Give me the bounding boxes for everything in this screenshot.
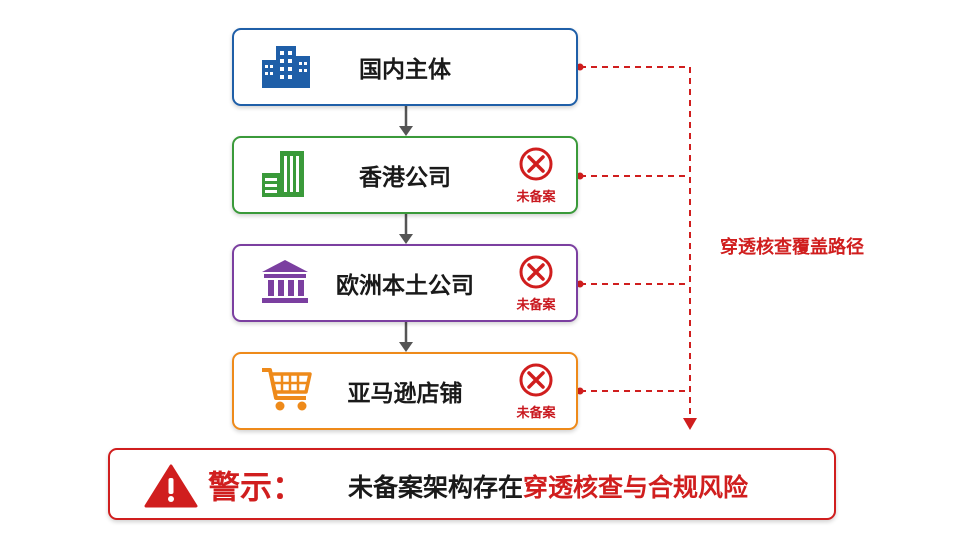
flow-arrowhead-1 bbox=[399, 126, 413, 136]
shopping-cart-icon bbox=[260, 364, 314, 418]
warning-message: 未备案架构存在穿透核查与合规风险 bbox=[348, 468, 748, 504]
unregistered-mark: 未备案 bbox=[516, 254, 556, 313]
warning-triangle-icon bbox=[144, 463, 198, 513]
node-label: 国内主体 bbox=[359, 57, 451, 83]
flow-arrowhead-2 bbox=[399, 234, 413, 244]
dash-dot-1 bbox=[576, 63, 584, 71]
node-amazon-store: 亚马逊店铺 未备案 bbox=[232, 352, 578, 430]
close-circle-icon bbox=[519, 363, 553, 397]
dash-dot-2 bbox=[576, 172, 584, 180]
unregistered-label: 未备案 bbox=[516, 406, 556, 421]
unregistered-mark: 未备案 bbox=[516, 146, 556, 205]
unregistered-mark: 未备案 bbox=[516, 362, 556, 421]
warning-message-part2: 穿透核查与合规风险 bbox=[523, 473, 749, 502]
dash-dot-4 bbox=[576, 387, 584, 395]
node-domestic-entity: 国内主体 bbox=[232, 28, 578, 106]
unregistered-label: 未备案 bbox=[516, 190, 556, 205]
unregistered-label: 未备案 bbox=[516, 298, 556, 313]
node-hong-kong-company: 香港公司 未备案 bbox=[232, 136, 578, 214]
node-eu-local-company: 欧洲本土公司 未备案 bbox=[232, 244, 578, 322]
penetration-path-label: 穿透核查覆盖路径 bbox=[720, 237, 864, 258]
close-circle-icon bbox=[519, 147, 553, 181]
bank-icon bbox=[260, 258, 310, 308]
dash-dot-3 bbox=[576, 280, 584, 288]
flow-arrowhead-3 bbox=[399, 342, 413, 352]
dash-arrowhead bbox=[683, 418, 697, 430]
warning-banner: 警示： 未备案架构存在穿透核查与合规风险 bbox=[108, 448, 836, 520]
node-label: 欧洲本土公司 bbox=[336, 273, 474, 299]
node-label: 亚马逊店铺 bbox=[347, 381, 463, 407]
office-building-icon bbox=[260, 147, 310, 203]
building-icon bbox=[260, 40, 312, 94]
close-circle-icon bbox=[519, 255, 553, 289]
warning-message-part1: 未备案架构存在 bbox=[348, 473, 524, 502]
warning-title: 警示： bbox=[208, 468, 305, 506]
node-label: 香港公司 bbox=[359, 165, 451, 191]
